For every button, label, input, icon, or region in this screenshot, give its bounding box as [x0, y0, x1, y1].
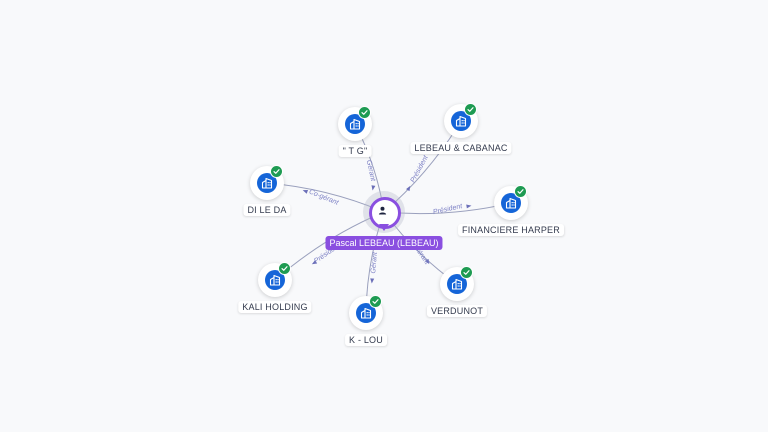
edge-arrow-di-le-da: [302, 189, 309, 194]
edge-arrow-tg: [371, 185, 376, 191]
edge-arrow-kali-holding: [311, 260, 318, 265]
person-name-label: Pascal LEBEAU (LEBEAU): [325, 236, 443, 250]
relation-label-financiere-harper: Président: [432, 203, 463, 216]
edge-arrow-lebeau-cabanac: [406, 185, 411, 192]
person-icon: [369, 197, 401, 229]
building-icon: [265, 270, 285, 290]
company-name-label: " T G": [338, 145, 372, 157]
edge-arrow-verdunot: [425, 258, 430, 265]
relation-label-di-le-da: Co-gérant: [308, 189, 340, 208]
building-icon: [447, 274, 467, 294]
building-icon: [345, 114, 365, 134]
company-name-label: KALI HOLDING: [238, 301, 312, 313]
check-icon: [358, 106, 371, 119]
building-icon: [257, 173, 277, 193]
person-pin: [379, 224, 389, 231]
company-name-label: FINANCIERE HARPER: [458, 224, 564, 236]
edge-arrow-k-lou: [370, 278, 375, 284]
check-icon: [464, 103, 477, 116]
check-icon: [270, 165, 283, 178]
check-icon: [278, 262, 291, 275]
building-icon: [356, 303, 376, 323]
company-name-label: LEBEAU & CABANAC: [410, 142, 512, 154]
company-name-label: DI LE DA: [243, 204, 291, 216]
relation-label-tg: Gérant: [365, 159, 377, 182]
check-icon: [514, 185, 527, 198]
building-icon: [501, 193, 521, 213]
check-icon: [369, 295, 382, 308]
edge-arrow-financiere-harper: [466, 204, 472, 209]
company-name-label: K - LOU: [345, 334, 387, 346]
company-name-label: VERDUNOT: [426, 305, 488, 317]
relation-label-k-lou: Gérant: [370, 251, 379, 274]
building-icon: [451, 111, 471, 131]
check-icon: [460, 266, 473, 279]
